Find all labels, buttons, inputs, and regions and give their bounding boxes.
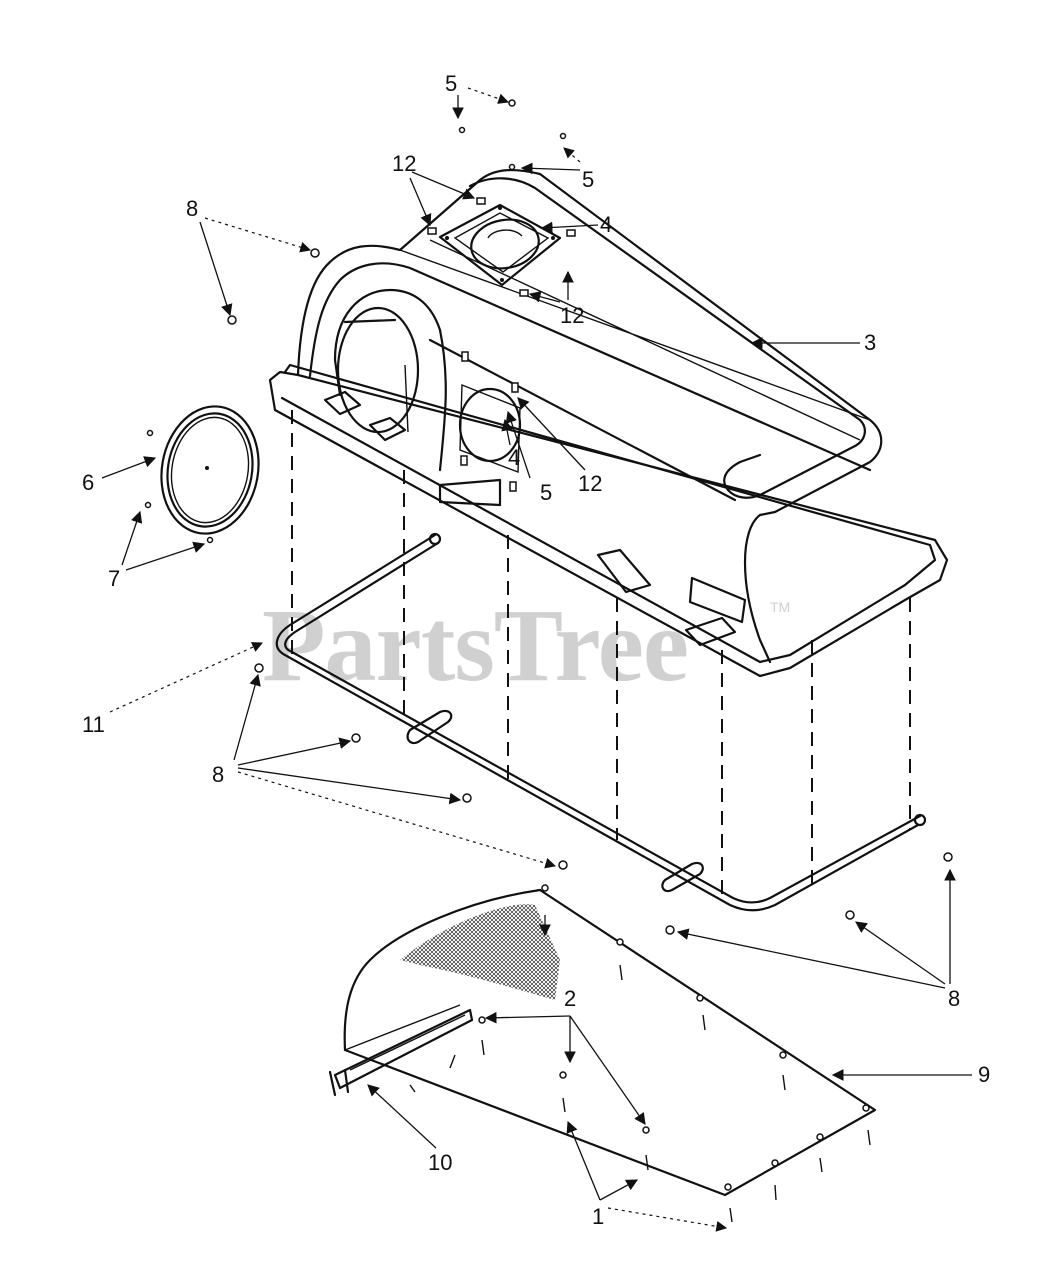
hardware-nuts [254,663,953,935]
callout-9: 9 [978,1062,990,1087]
top-square-door [438,203,562,287]
watermark-trademark: TM [770,599,790,615]
bag-frame [275,532,927,912]
callout-5-top: 5 [445,71,457,96]
bag-top-cover [268,168,949,678]
bag-bottom-panel [328,884,877,1223]
callout-10: 10 [428,1150,452,1175]
callout-12-door: 12 [560,303,584,328]
watermark: PartsTree [262,588,688,703]
callout-12-middle: 12 [578,471,602,496]
callout-5-upper-right: 5 [582,167,594,192]
callout-1: 1 [592,1204,604,1229]
callout-4-middle: 4 [508,445,520,470]
callout-3: 3 [864,330,876,355]
callout-8-top-left: 8 [186,196,198,221]
callout-5-middle: 5 [540,480,552,505]
callout-4-top: 4 [600,212,612,237]
callout-7: 7 [108,566,120,591]
callout-6: 6 [82,470,94,495]
callout-8-right: 8 [948,986,960,1011]
leader-lines [101,87,972,1232]
round-cap [144,405,260,544]
assembly-alignment-lines [291,410,911,900]
callout-11: 11 [82,712,105,737]
callout-8-left: 8 [212,762,224,787]
callout-12-top: 12 [392,151,416,176]
hardware-top [227,99,576,492]
callout-labels: 5 5 12 4 12 3 8 4 5 12 6 7 11 8 8 2 9 10… [82,71,990,1229]
callout-2: 2 [564,986,576,1011]
